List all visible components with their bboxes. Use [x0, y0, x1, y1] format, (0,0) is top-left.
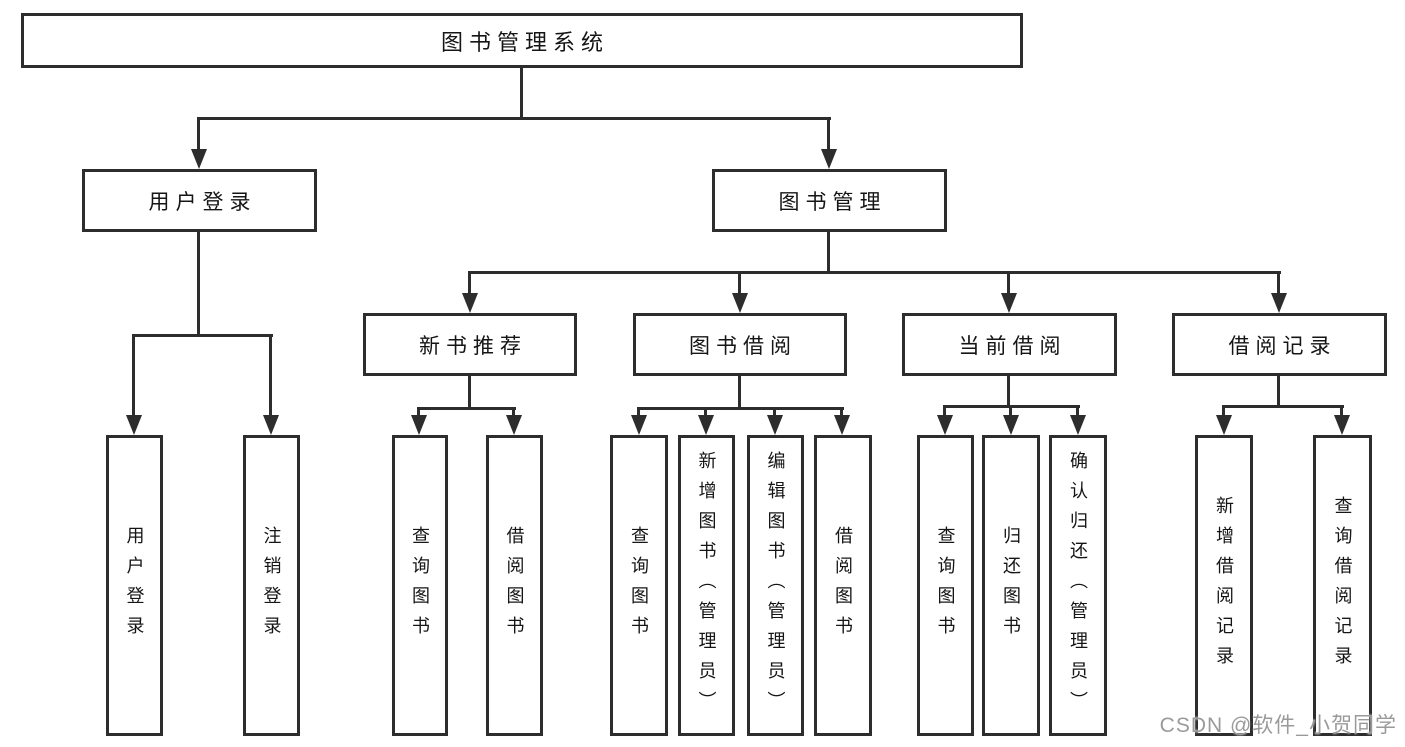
leaf-edit-books-admin: 编辑图书（管理员）: [747, 435, 804, 736]
csdn-watermark: CSDN @软件_小贺同学: [1159, 714, 1397, 737]
leaf-return-books-label: 归还图书: [1001, 525, 1021, 646]
leaf-query-borrow-record-label: 查询借阅记录: [1332, 495, 1353, 676]
node-user-login-label: 用户登录: [148, 190, 257, 214]
node-user-login: 用户登录: [82, 169, 317, 232]
node-new-book-rec-label: 新书推荐: [419, 334, 527, 358]
connector-to-borrow-record: [1277, 271, 1280, 293]
arrow-down-icon: [411, 415, 427, 435]
leaf-add-books-admin-label: 新增图书（管理员）: [696, 450, 717, 721]
node-book-borrow: 图书借阅: [633, 313, 847, 376]
arrow-down-icon: [834, 415, 850, 435]
arrow-down-icon: [631, 415, 647, 435]
leaf-logout: 注销登录: [243, 435, 300, 736]
node-new-book-rec: 新书推荐: [363, 313, 577, 376]
connector-current-stem: [1007, 376, 1010, 405]
leaf-borrow-books-1-label: 借阅图书: [504, 525, 525, 646]
connector-new-book-stem: [468, 376, 471, 407]
arrow-down-icon: [191, 149, 207, 169]
leaf-query-books-3: 查询图书: [917, 435, 974, 736]
arrow-down-icon: [937, 415, 953, 435]
leaf-borrow-books-2: 借阅图书: [814, 435, 872, 736]
node-root-label: 图书管理系统: [440, 29, 609, 55]
node-root: 图书管理系统: [21, 13, 1023, 68]
leaf-user-login: 用户登录: [106, 435, 163, 736]
arrow-down-icon: [263, 415, 279, 435]
connector-to-leaf: [840, 407, 843, 415]
connector-to-leaf: [704, 407, 707, 415]
leaf-add-borrow-record-label: 新增借阅记录: [1214, 495, 1234, 676]
node-borrow-record: 借阅记录: [1172, 313, 1387, 376]
leaf-query-books-3-label: 查询图书: [935, 525, 956, 646]
arrow-down-icon: [1216, 415, 1232, 435]
connector-to-leaf: [1340, 405, 1343, 415]
node-book-mgmt: 图书管理: [712, 169, 947, 232]
arrow-down-icon: [1003, 415, 1019, 435]
leaf-query-borrow-record: 查询借阅记录: [1313, 435, 1372, 736]
connector-record-branch: [1222, 405, 1344, 408]
arrow-down-icon: [1271, 293, 1287, 313]
connector-to-leaf: [1076, 405, 1079, 415]
connector-to-book-borrow: [738, 271, 741, 293]
connector-to-user-login: [197, 117, 200, 149]
node-current-borrow-label: 当前借阅: [958, 334, 1067, 358]
connector-book-mgmt-stem: [827, 232, 830, 271]
arrow-down-icon: [1070, 415, 1086, 435]
leaf-confirm-return-admin-label: 确认归还（管理员）: [1068, 450, 1088, 721]
arrow-down-icon: [1001, 293, 1017, 313]
leaf-query-books-2-label: 查询图书: [629, 525, 649, 646]
node-borrow-record-label: 借阅记录: [1228, 334, 1337, 358]
connector-borrow-branch: [637, 407, 844, 410]
leaf-query-books-1-label: 查询图书: [410, 525, 430, 646]
connector-to-leaf: [1222, 405, 1225, 415]
leaf-add-borrow-record: 新增借阅记录: [1195, 435, 1253, 736]
connector-to-new-book-rec: [468, 271, 471, 293]
connector-to-leaf: [773, 407, 776, 415]
connector-record-stem: [1277, 376, 1280, 405]
arrow-down-icon: [821, 149, 837, 169]
arrow-down-icon: [767, 415, 783, 435]
arrow-down-icon: [1334, 415, 1350, 435]
leaf-query-books-2: 查询图书: [610, 435, 668, 736]
connector-borrow-stem: [738, 376, 741, 407]
connector-to-leaf: [417, 407, 420, 415]
connector-book-mgmt-branch: [468, 271, 1281, 274]
connector-to-leaf: [512, 407, 515, 415]
connector-to-leaf: [1009, 405, 1012, 415]
connector-root-branch: [198, 117, 831, 120]
arrow-down-icon: [732, 293, 748, 313]
node-book-mgmt-label: 图书管理: [778, 190, 887, 214]
connector-root-stem: [520, 68, 523, 117]
connector-to-book-mgmt: [827, 117, 830, 149]
node-book-borrow-label: 图书借阅: [689, 334, 797, 358]
node-current-borrow: 当前借阅: [902, 313, 1117, 376]
connector-user-login-branch: [132, 334, 273, 337]
connector-user-login-stem: [197, 232, 200, 334]
leaf-logout-label: 注销登录: [261, 525, 282, 646]
arrow-down-icon: [462, 293, 478, 313]
leaf-return-books: 归还图书: [982, 435, 1040, 736]
arrow-down-icon: [698, 415, 714, 435]
leaf-edit-books-admin-label: 编辑图书（管理员）: [765, 450, 786, 721]
leaf-borrow-books-1: 借阅图书: [486, 435, 543, 736]
connector-to-leaf: [943, 405, 946, 415]
connector-new-book-branch: [417, 407, 516, 410]
leaf-add-books-admin: 新增图书（管理员）: [678, 435, 735, 736]
connector-to-leaf: [269, 334, 272, 415]
arrow-down-icon: [506, 415, 522, 435]
leaf-confirm-return-admin: 确认归还（管理员）: [1049, 435, 1107, 736]
connector-to-current-borrow: [1007, 271, 1010, 293]
connector-to-leaf: [637, 407, 640, 415]
leaf-user-login-label: 用户登录: [124, 525, 145, 646]
connector-to-leaf: [132, 334, 135, 415]
leaf-query-books-1: 查询图书: [392, 435, 448, 736]
arrow-down-icon: [126, 415, 142, 435]
leaf-borrow-books-2-label: 借阅图书: [833, 525, 853, 646]
